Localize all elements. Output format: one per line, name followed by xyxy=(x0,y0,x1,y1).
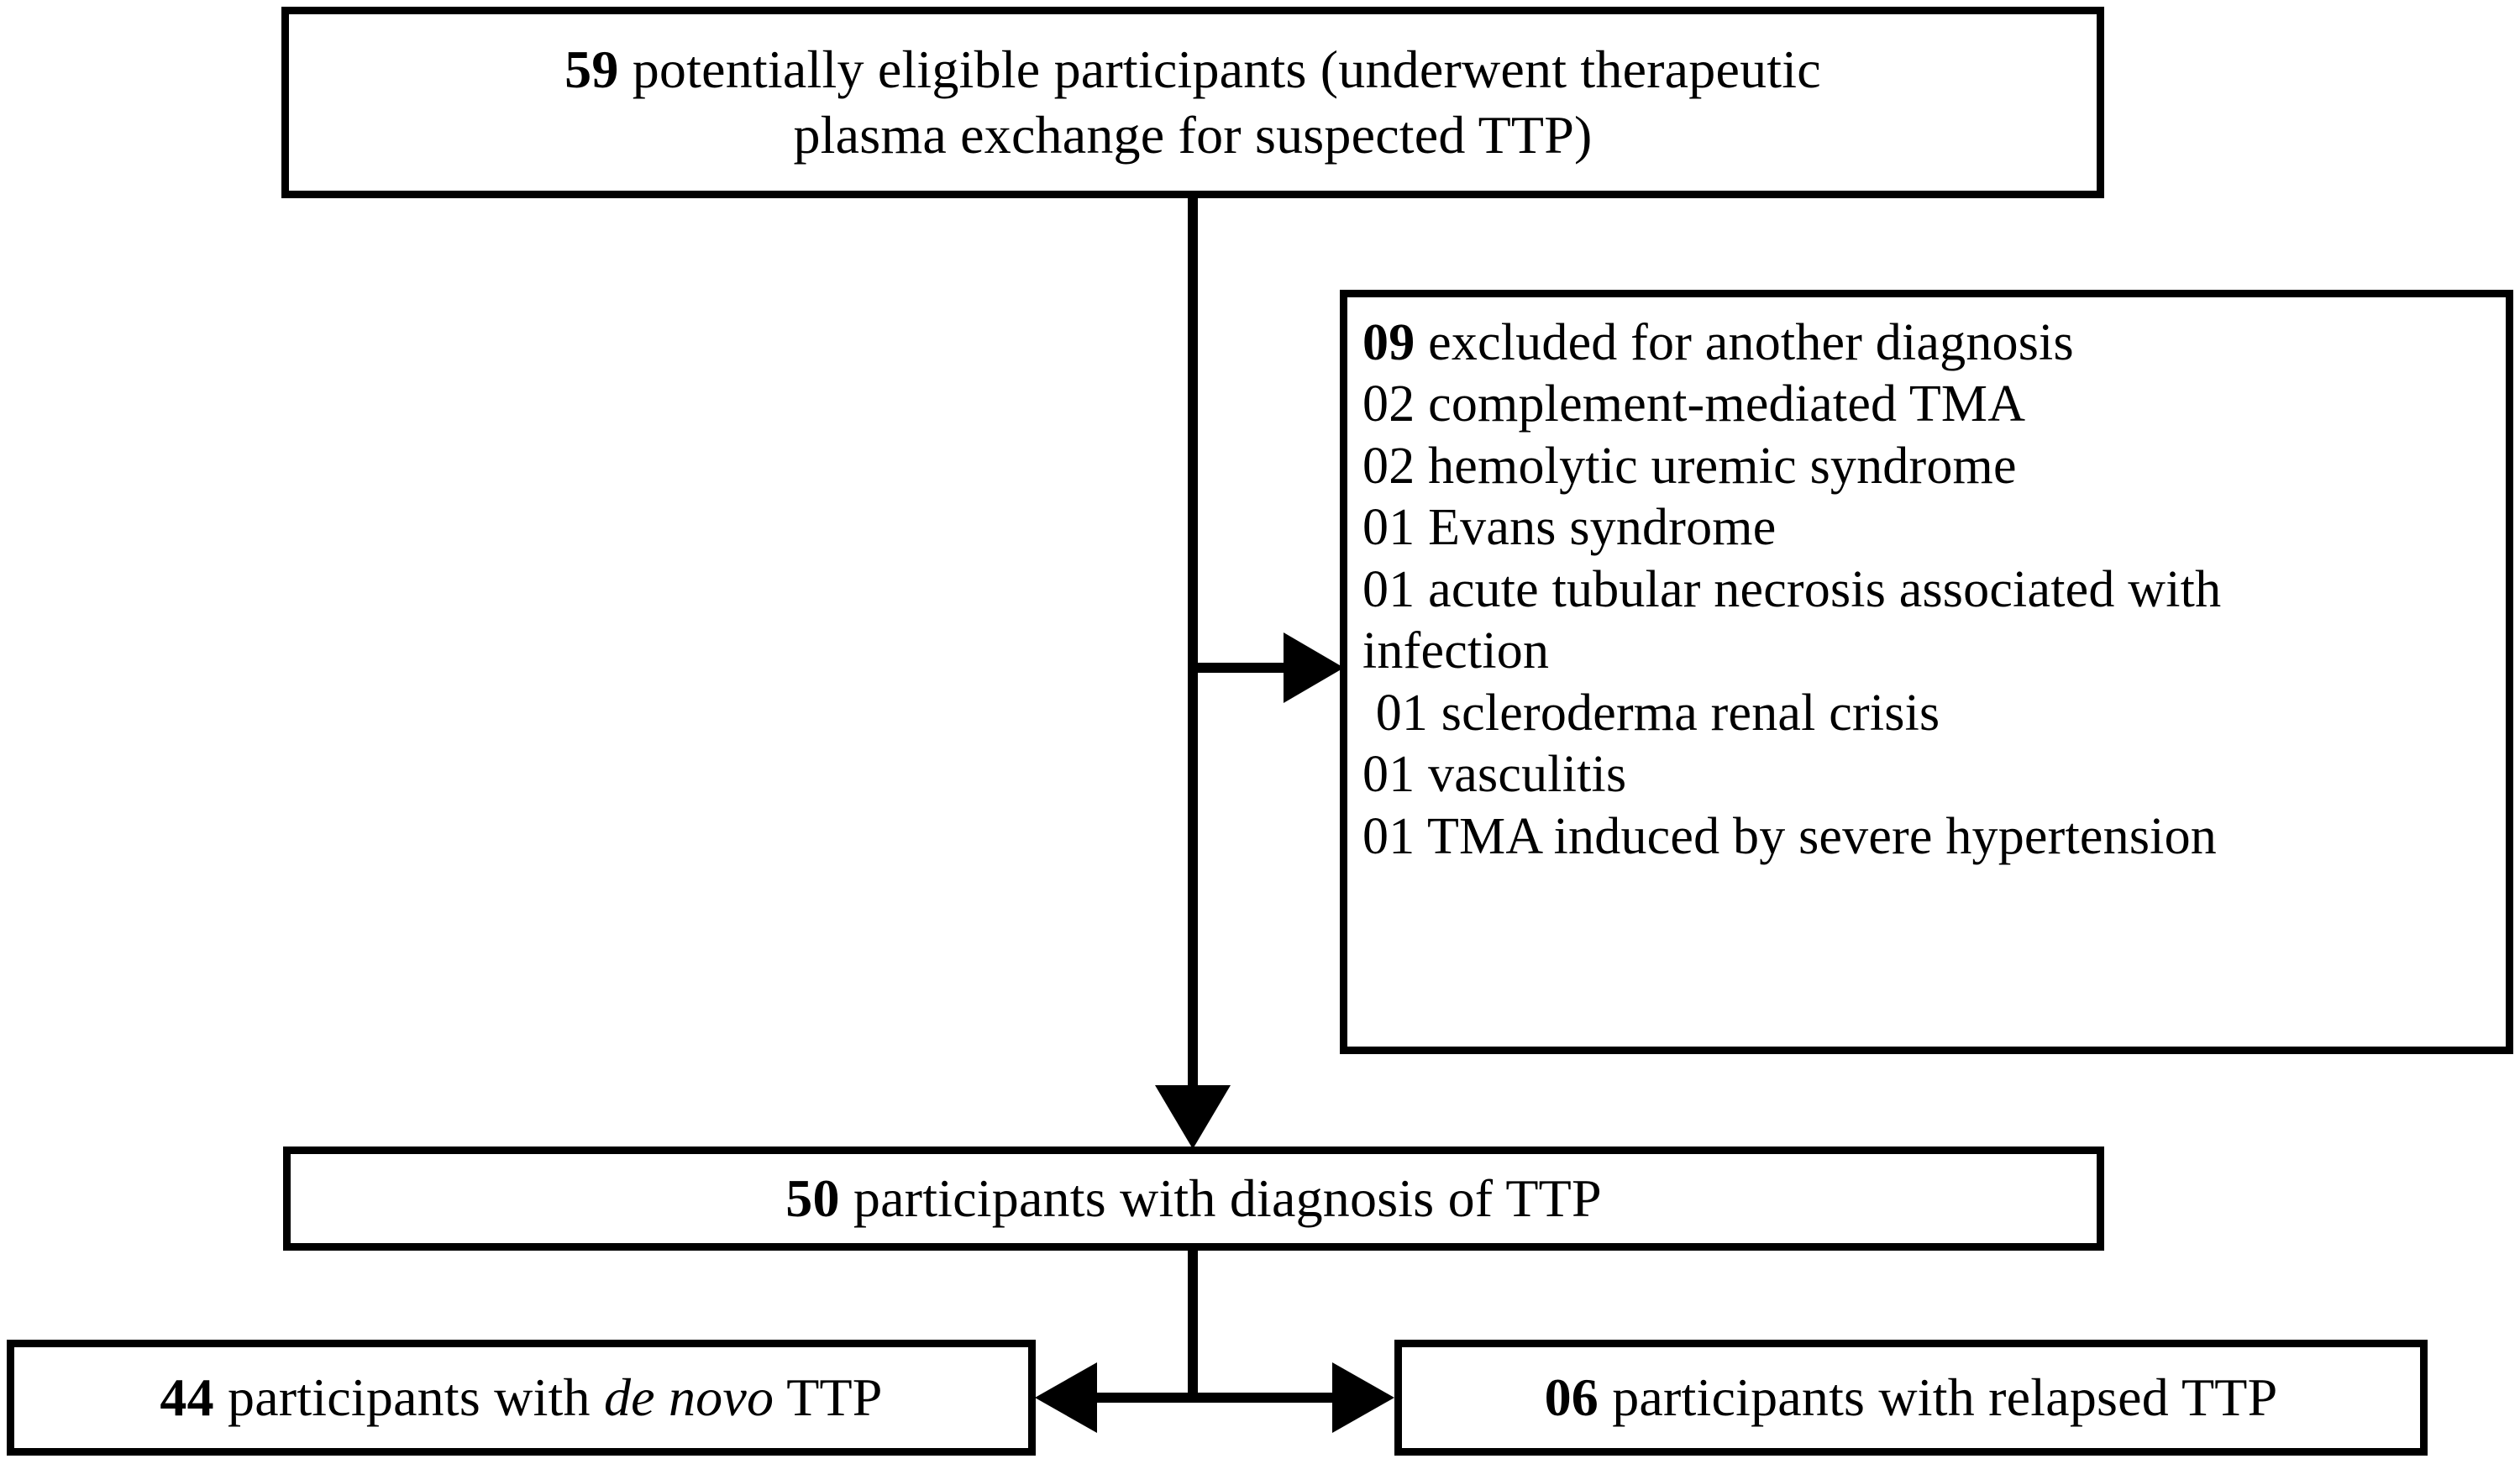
excluded-reason: 01 Evans syndrome xyxy=(1362,499,1777,557)
de-novo-count: 44 xyxy=(160,1367,214,1428)
de-novo-label-before: participants with xyxy=(213,1367,604,1428)
de-novo-italic: de novo xyxy=(603,1367,774,1428)
connector-eligible-to-excluded xyxy=(1193,632,1344,703)
node-eligible-text: 59 potentially eligible participants (un… xyxy=(564,37,1821,168)
excluded-reason: 01 TMA induced by severe hypertension xyxy=(1362,807,2217,865)
node-de-novo-text: 44 participants with de novo TTP xyxy=(160,1368,882,1426)
node-eligible-participants: 59 potentially eligible participants (un… xyxy=(281,7,2104,198)
node-relapsed-text: 06 participants with relapsed TTP xyxy=(1545,1368,2278,1426)
node-relapsed-ttp: 06 participants with relapsed TTP xyxy=(1394,1340,2428,1456)
eligible-line2: plasma exchange for suspected TTP) xyxy=(793,105,1593,165)
node-excluded-text: 09 excluded for another diagnosis 02 com… xyxy=(1362,312,2221,868)
eligible-line1: potentially eligible participants (under… xyxy=(618,39,1821,99)
relapsed-label: participants with relapsed TTP xyxy=(1599,1367,2278,1428)
eligible-count: 59 xyxy=(564,39,619,99)
de-novo-label-after: TTP xyxy=(774,1367,883,1428)
excluded-reason: 01 acute tubular necrosis associated wit… xyxy=(1362,560,2222,618)
excluded-count: 09 xyxy=(1362,314,1415,371)
diagnosed-count: 50 xyxy=(785,1168,840,1229)
excluded-reason: infection xyxy=(1362,622,1550,680)
excluded-header: excluded for another diagnosis xyxy=(1415,314,2074,371)
node-diagnosed-ttp: 50 participants with diagnosis of TTP xyxy=(283,1147,2104,1251)
node-diagnosed-text: 50 participants with diagnosis of TTP xyxy=(785,1169,1601,1227)
excluded-reason: 01 scleroderma renal crisis xyxy=(1362,684,1940,742)
excluded-reason: 02 hemolytic uremic syndrome xyxy=(1362,437,2017,495)
diagnosed-label: participants with diagnosis of TTP xyxy=(839,1168,1602,1229)
excluded-reason: 01 vasculitis xyxy=(1362,746,1627,804)
node-excluded-diagnoses: 09 excluded for another diagnosis 02 com… xyxy=(1340,290,2513,1054)
connector-eligible-to-diagnosed xyxy=(1155,198,1231,1149)
relapsed-count: 06 xyxy=(1544,1367,1599,1428)
node-de-novo-ttp: 44 participants with de novo TTP xyxy=(7,1340,1036,1456)
connector-diagnosed-split xyxy=(1035,1251,1394,1433)
excluded-reason: 02 complement-mediated TMA xyxy=(1362,375,2026,433)
